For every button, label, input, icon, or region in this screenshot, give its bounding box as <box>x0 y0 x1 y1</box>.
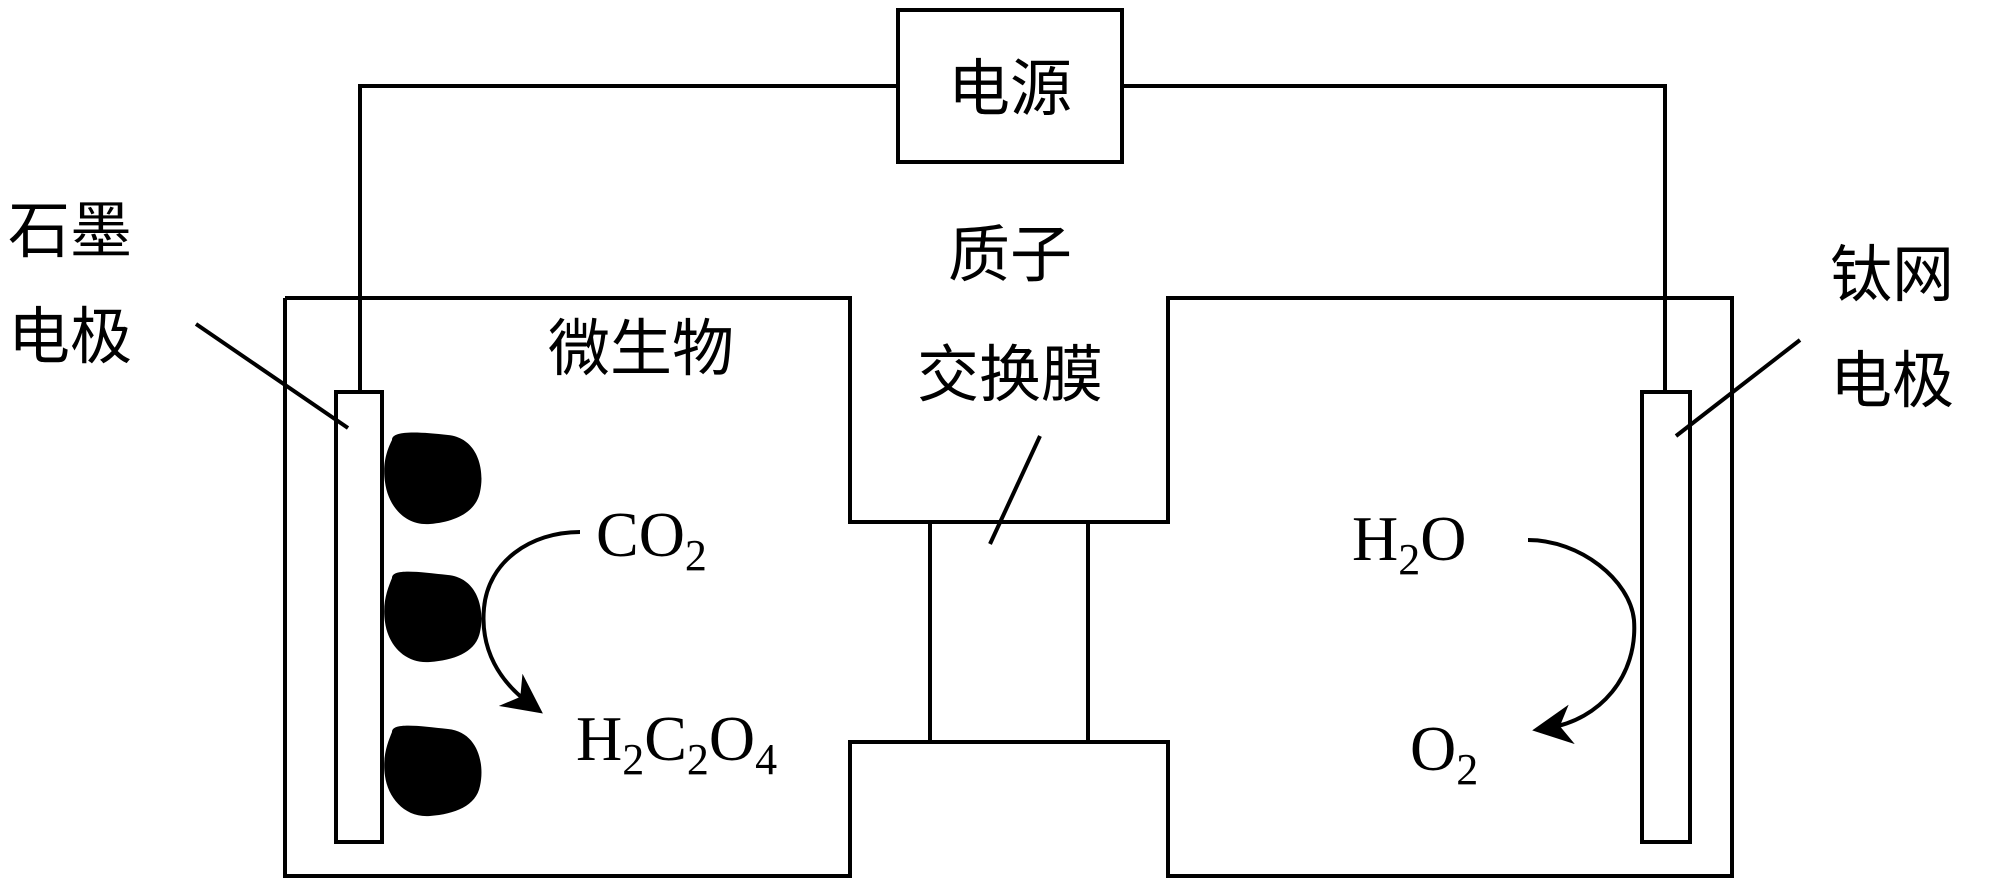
left-chamber-outline <box>283 298 930 878</box>
microbe-blob-3 <box>384 725 482 817</box>
graphite-leader-line <box>194 322 350 430</box>
graphite-electrode-label-line1: 石墨 <box>8 194 132 267</box>
membrane-leader-line <box>988 435 1042 545</box>
left-reaction-arrow <box>481 530 581 714</box>
co2-formula: CO2 <box>596 499 707 580</box>
membrane-label-line2: 交换膜 <box>917 338 1103 411</box>
h2o-formula: H2O <box>1352 503 1466 584</box>
microbe-blob-2 <box>384 571 482 663</box>
graphite-electrode <box>334 390 384 844</box>
right-wire <box>1122 84 1667 392</box>
microbe-label: 微生物 <box>548 312 734 385</box>
membrane-label-line1: 质子 <box>948 218 1072 291</box>
titanium-electrode-label-line2: 电极 <box>1830 344 1954 417</box>
titanium-leader-line <box>1674 338 1802 438</box>
titanium-mesh-electrode <box>1640 390 1692 844</box>
h2c2o4-formula: H2C2O4 <box>576 703 777 784</box>
power-supply-label: 电源 <box>948 52 1072 125</box>
right-reaction-arrow <box>1527 538 1637 745</box>
left-chamber-top <box>285 296 930 524</box>
o2-formula: O2 <box>1410 713 1478 794</box>
graphite-electrode-label-line2: 电极 <box>8 300 132 373</box>
left-wire <box>358 84 898 392</box>
proton-exchange-membrane <box>928 520 1090 744</box>
microbe-blob-1 <box>384 432 482 525</box>
titanium-electrode-label-line1: 钛网 <box>1830 238 1954 311</box>
right-chamber-outline <box>1088 296 1734 878</box>
